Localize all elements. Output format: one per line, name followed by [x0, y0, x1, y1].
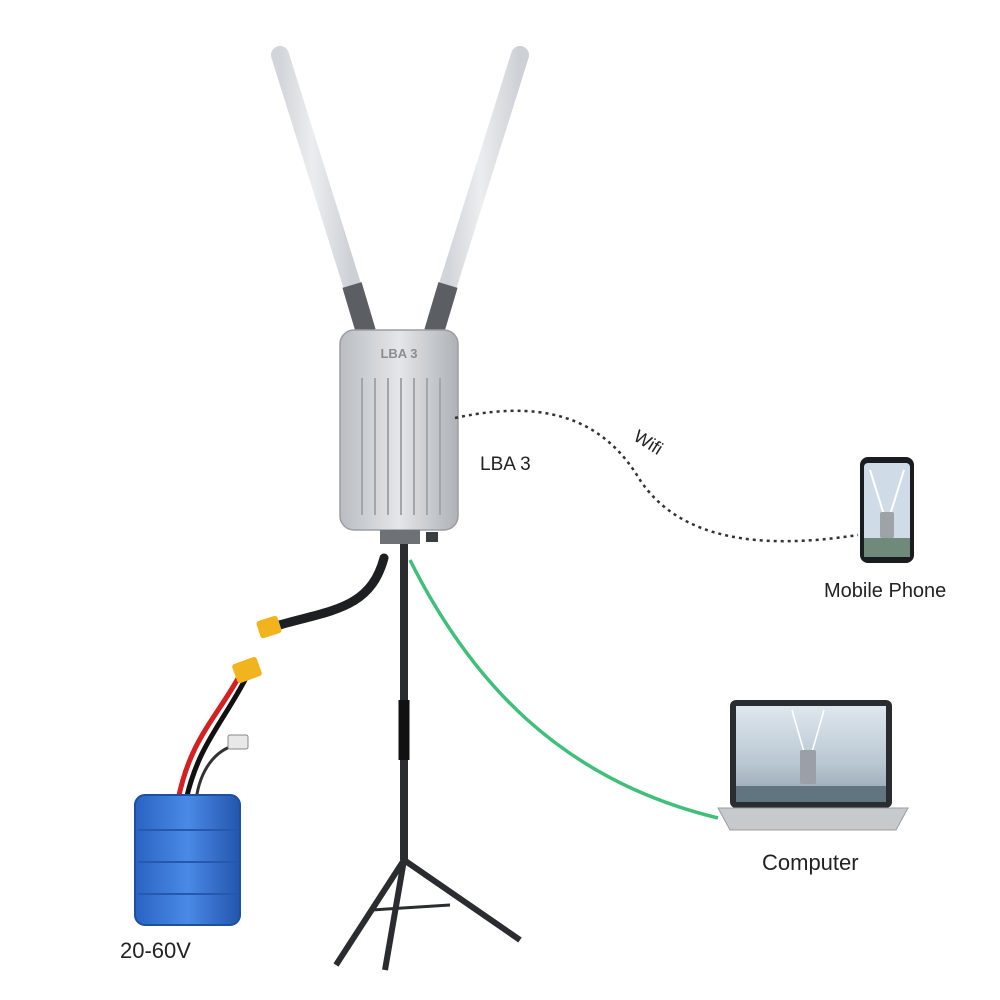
computer-label: Computer — [762, 850, 859, 875]
device-case-marking: LBA 3 — [380, 346, 417, 361]
tripod — [333, 540, 522, 971]
mobile-phone-label: Mobile Phone — [824, 580, 946, 602]
lba3-device: LBA 3 — [339, 329, 459, 544]
ethernet-cable — [408, 559, 719, 820]
device-label: LBA 3 — [480, 454, 531, 475]
xt60-connector-device — [256, 615, 282, 639]
battery-voltage-label: 20-60V — [120, 938, 191, 963]
power-cable — [271, 553, 389, 631]
mobile-phone — [860, 457, 914, 563]
antenna-left — [271, 46, 376, 335]
antenna-right — [424, 46, 529, 335]
wifi-link — [454, 409, 859, 543]
laptop-computer — [717, 700, 909, 831]
wifi-label: Wifi — [630, 426, 666, 459]
battery-pack — [134, 657, 262, 926]
